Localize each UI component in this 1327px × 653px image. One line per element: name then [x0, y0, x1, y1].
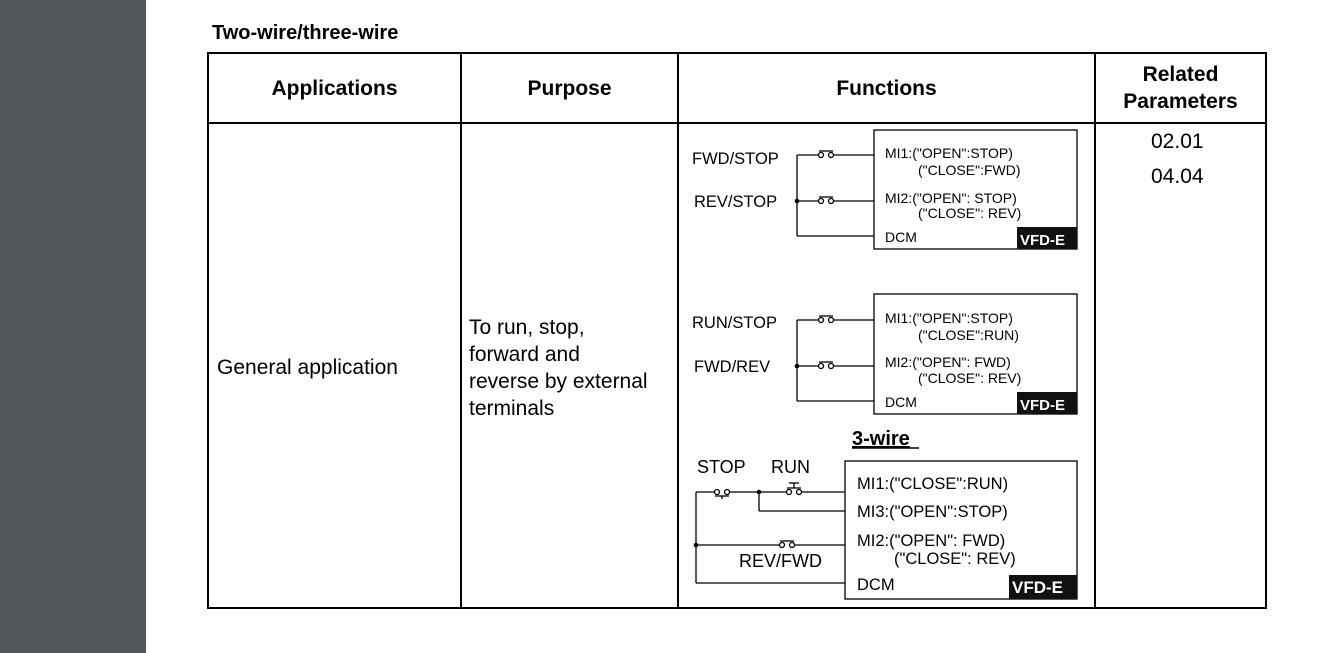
- header-related-line1: Related: [1142, 63, 1219, 86]
- mi1-text: MI1:("OPEN":STOP): [885, 310, 1013, 326]
- purpose-line: forward and: [469, 343, 580, 366]
- vfd-terminal-box-1: [873, 129, 1078, 250]
- label-rev-stop: REV/STOP: [694, 193, 777, 211]
- purpose-line: reverse by external: [469, 370, 648, 393]
- mi3-text: MI3:("OPEN":STOP): [857, 503, 1008, 521]
- vfd-terminal-box-3: [844, 460, 1078, 600]
- dcm-text: DCM: [885, 229, 917, 245]
- vfd-badge: VFD-E: [1012, 578, 1063, 597]
- header-related-line2: Parameters: [1123, 90, 1238, 113]
- col-divider-3: [1094, 54, 1096, 607]
- col-divider-1: [460, 54, 462, 607]
- mi2-text: MI2:("OPEN": STOP): [885, 190, 1017, 206]
- mi2-text: MI2:("OPEN": FWD): [857, 532, 1005, 550]
- label-fwd-stop: FWD/STOP: [692, 150, 779, 168]
- label-run-stop: RUN/STOP: [692, 314, 777, 332]
- application-cell: General application: [217, 356, 398, 379]
- mi1-text: MI1:("OPEN":STOP): [885, 145, 1013, 161]
- dcm-text: DCM: [857, 576, 895, 594]
- header-functions: Functions: [836, 76, 937, 100]
- parameter-value: 04.04: [1151, 165, 1204, 188]
- label-stop: STOP: [697, 457, 746, 477]
- header-applications: Applications: [271, 76, 398, 100]
- header-purpose: Purpose: [527, 76, 612, 100]
- left-sidebar: [0, 0, 146, 653]
- mi1-text-line2: ("CLOSE":RUN): [918, 327, 1019, 343]
- mi2-text: MI2:("OPEN": FWD): [885, 354, 1011, 370]
- wiring-table: Applications Purpose Functions Related P…: [207, 52, 1267, 609]
- header-divider: [209, 122, 1265, 124]
- mi1-text-line2: ("CLOSE":FWD): [918, 162, 1021, 178]
- vfd-terminal-box-2: [873, 293, 1078, 415]
- section-title: Two-wire/three-wire: [212, 22, 399, 44]
- col-divider-2: [677, 54, 679, 607]
- mi2-text-line2: ("CLOSE": REV): [894, 550, 1016, 568]
- mi2-text-line2: ("CLOSE": REV): [918, 370, 1021, 386]
- parameter-value: 02.01: [1151, 130, 1204, 153]
- vfd-badge: VFD-E: [1020, 232, 1065, 249]
- label-fwd-rev: FWD/REV: [694, 358, 770, 376]
- three-wire-title: 3-wire: [852, 428, 910, 450]
- header-related-parameters: Related Parameters: [1096, 54, 1265, 122]
- purpose-cell: To run, stop, forward and reverse by ext…: [469, 314, 648, 422]
- purpose-line: To run, stop,: [469, 316, 585, 339]
- purpose-line: terminals: [469, 397, 555, 420]
- dcm-text: DCM: [885, 394, 917, 410]
- label-run: RUN: [771, 457, 810, 477]
- mi1-text: MI1:("CLOSE":RUN): [857, 475, 1008, 493]
- vfd-badge: VFD-E: [1020, 397, 1065, 414]
- mi2-text-line2: ("CLOSE": REV): [918, 205, 1021, 221]
- label-rev-fwd: REV/FWD: [739, 551, 822, 571]
